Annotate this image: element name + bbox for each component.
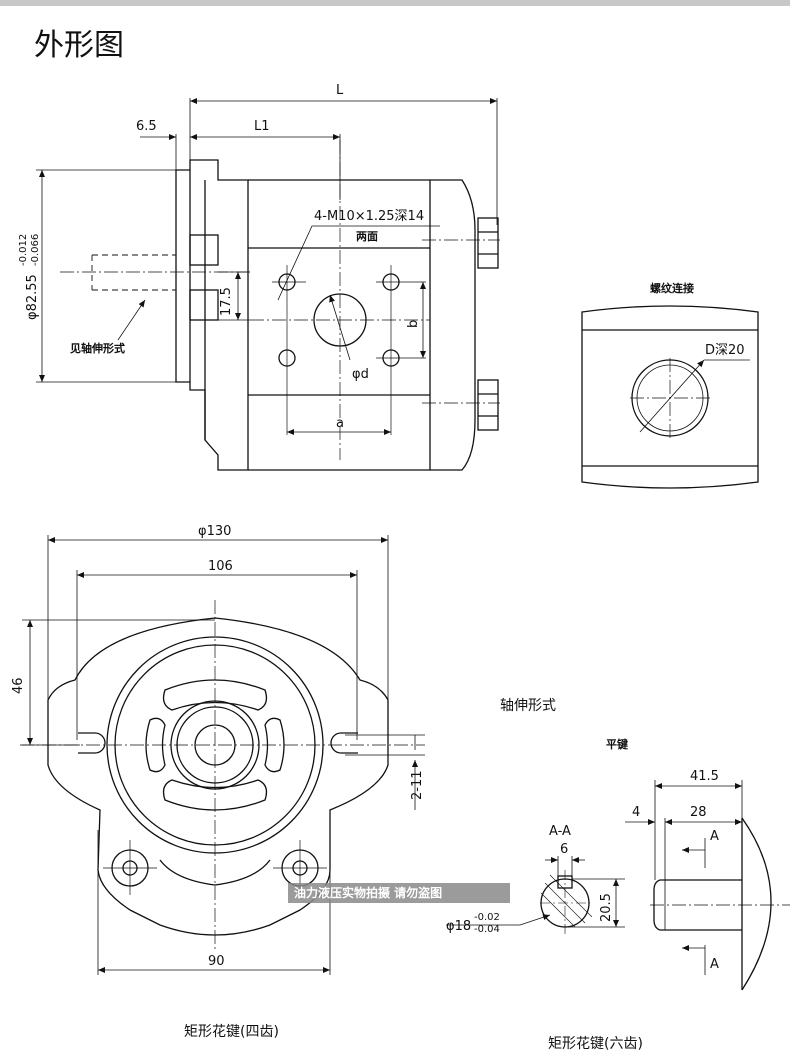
shaft-note: 见轴伸形式 <box>70 341 125 355</box>
dim-L1-label: L1 <box>254 119 270 134</box>
dim-41-5-label: 41.5 <box>690 769 719 784</box>
port-view-title: 螺纹连接 <box>650 281 694 295</box>
shaft-view <box>446 780 790 991</box>
front-view-caption: 矩形花键(四齿) <box>184 1024 279 1040</box>
section-marker-bottom: A <box>710 957 719 972</box>
section-aa-label: A-A <box>549 824 571 839</box>
section-marker-top: A <box>710 829 719 844</box>
dim-28-label: 28 <box>690 805 707 820</box>
dia-18-tol-upper: -0.02 <box>474 912 500 923</box>
watermark-box <box>288 883 510 903</box>
dim-6-5-label: 6.5 <box>136 119 157 134</box>
main-diameter-tol-upper: -0.012 <box>18 234 29 266</box>
dim-20-5-label: 20.5 <box>599 893 614 922</box>
thread-note: 4-M10×1.25深14 <box>314 209 424 224</box>
top-divider-bar <box>0 0 790 6</box>
dim-b-label: b <box>406 320 421 328</box>
page-title: 外形图 <box>34 28 124 63</box>
dim-130-label: φ130 <box>198 524 231 539</box>
shaft-view-caption: 矩形花键(六齿) <box>548 1036 643 1052</box>
dim-a-label: a <box>336 416 344 431</box>
flat-key-label: 平键 <box>606 737 629 751</box>
main-diameter-label: φ82.55 <box>25 274 40 320</box>
watermark-text: 油力液压实物拍摄 请勿盗图 <box>294 885 442 900</box>
port-depth-label: D深20 <box>705 343 745 358</box>
side-view <box>36 98 500 471</box>
dim-6-label: 6 <box>560 842 568 857</box>
front-view <box>20 535 425 975</box>
dia-18-label: φ18 <box>446 919 471 934</box>
dim-106-label: 106 <box>208 559 233 574</box>
shaft-heading: 轴伸形式 <box>500 698 556 714</box>
dim-2-11-label: 2-11 <box>410 770 425 800</box>
dim-L-label: L <box>336 83 344 98</box>
dim-46-label: 46 <box>11 677 26 694</box>
dim-90-label: 90 <box>208 954 225 969</box>
dim-4-label: 4 <box>632 805 640 820</box>
two-sides-note: 两面 <box>356 230 378 243</box>
dim-17-5-label: 17.5 <box>219 287 234 316</box>
dim-phid-label: φd <box>352 367 369 382</box>
port-view <box>581 305 759 489</box>
dia-18-tol-lower: -0.04 <box>474 924 500 935</box>
main-diameter-tol-lower: -0.066 <box>30 234 41 266</box>
